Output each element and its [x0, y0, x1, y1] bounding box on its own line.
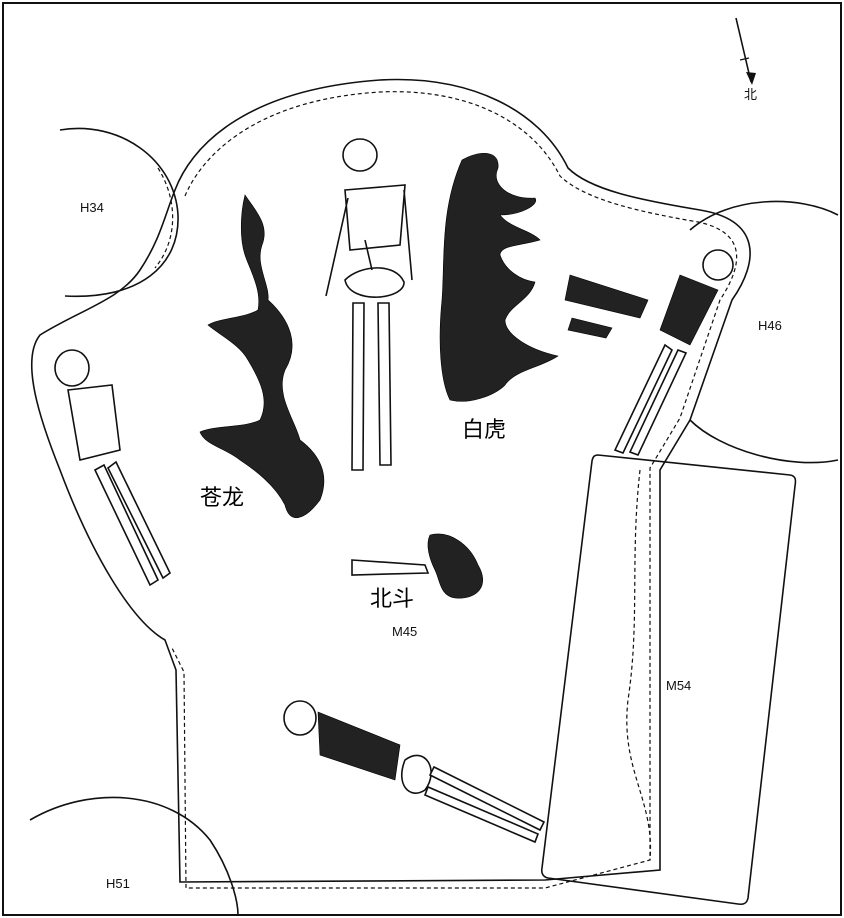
tiger-shell-mosaic: [439, 153, 559, 402]
pit-h51-label: H51: [106, 876, 130, 891]
pit-h46-label: H46: [758, 318, 782, 333]
left-skeleton: [54, 349, 172, 587]
tiger-label: 白虎: [462, 418, 506, 443]
bottom-skeleton: [283, 700, 546, 844]
tomb-m54-outline: [540, 454, 797, 906]
right-skeleton: [613, 249, 734, 457]
dipper-label: 北斗: [370, 587, 414, 612]
pit-h34-label: H34: [80, 200, 104, 215]
central-skeleton: [325, 138, 413, 471]
tomb-m45-outline: [30, 78, 751, 883]
tomb-m45-dashed-edge: [171, 91, 738, 889]
pit-h51-outline: [29, 796, 239, 916]
pit-h46-outline: [689, 200, 839, 464]
north-arrow-icon: [735, 17, 756, 85]
tomb-m54-label: M54: [666, 678, 691, 693]
tomb-m45-label: M45: [392, 624, 417, 639]
scattered-shells: [564, 274, 649, 339]
dipper-shells-and-bones: [351, 533, 483, 599]
dragon-shell-mosaic: [199, 194, 325, 518]
pit-h34-outline: [59, 127, 179, 298]
tomb-m54-dashed-edge: [626, 469, 652, 861]
north-label: 北: [744, 87, 757, 102]
dragon-label: 苍龙: [200, 486, 244, 511]
